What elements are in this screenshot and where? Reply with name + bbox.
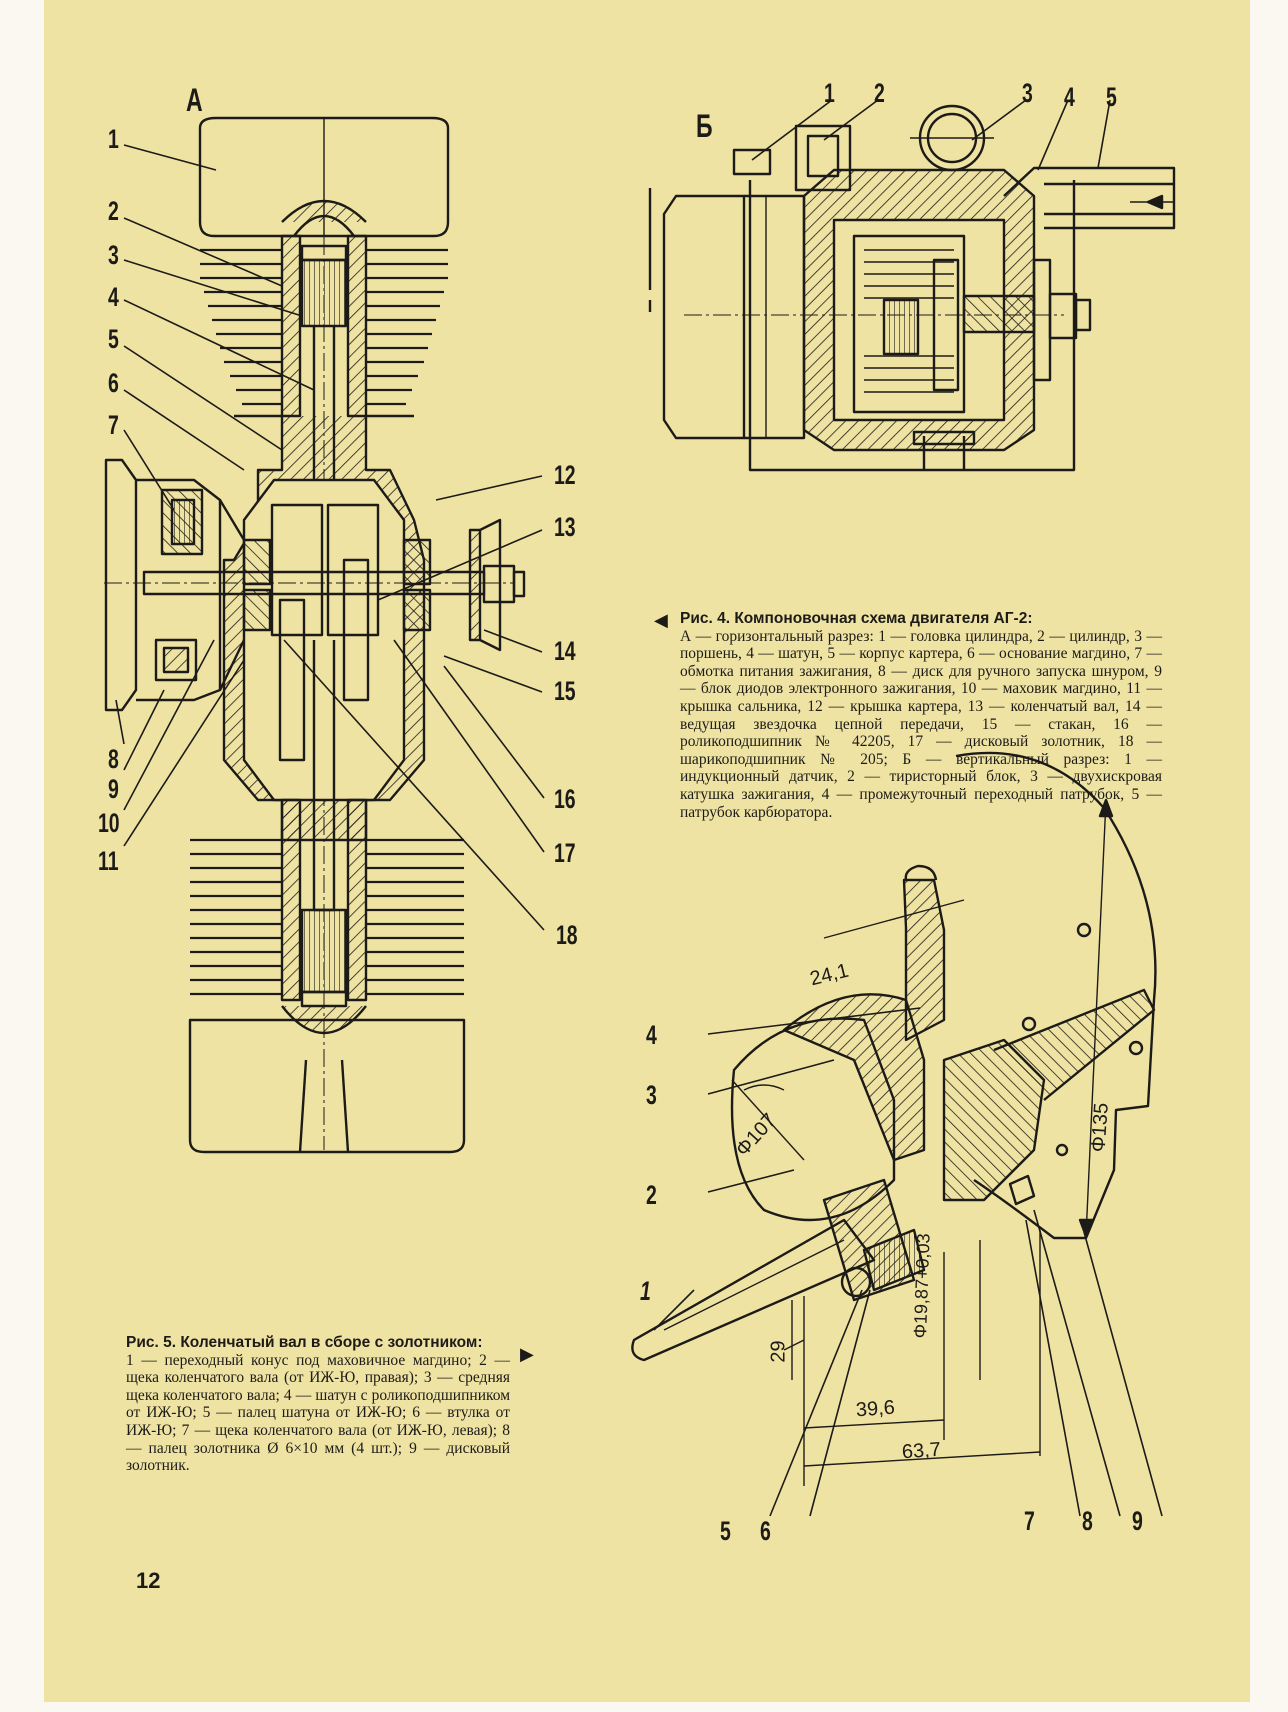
figure-a-callout-4: 4 [108,282,119,312]
figure-b-callout-2: 2 [874,78,885,108]
dimension-29: 29 [767,1340,790,1363]
figure-b-letter: Б [696,108,713,144]
fig5-callout-4: 4 [646,1020,657,1050]
figure-b-callout-3: 3 [1022,78,1033,108]
fig5-callout-6: 6 [760,1516,771,1546]
fig5-callout-2: 2 [646,1180,657,1210]
figure-a-engine-section [104,116,545,1154]
figure-a-callout-11: 11 [98,846,119,876]
figure-a-callout-10: 10 [98,808,120,838]
figure-a-callout-2: 2 [108,196,119,226]
fig4-caption-body: А — горизонтальный разрез: 1 — головка ц… [680,627,1162,821]
fig4-caption: Рис. 4. Компоновочная схема двигателя АГ… [680,610,1162,821]
figure-b-callout-5: 5 [1106,82,1117,112]
figure-a-callout-16: 16 [554,784,576,814]
fig4-caption-title: Рис. 4. Компоновочная схема двигателя АГ… [680,610,1033,627]
figure-5-crankshaft [631,751,1163,1517]
figure-a-callout-9: 9 [108,774,119,804]
figure-b-callout-1: 1 [824,78,835,108]
fig5-caption-title: Рис. 5. Коленчатый вал в сборе с золотни… [126,1334,483,1351]
figure-a-callout-3: 3 [108,240,119,270]
figure-a-callout-18: 18 [556,920,578,950]
dimension-39-6: 39,6 [855,1396,896,1422]
page: А Б 1 2 3 4 5 6 7 8 9 10 11 12 13 14 15 … [44,0,1250,1702]
figure-a-callout-13: 13 [554,512,576,542]
figure-a-callout-8: 8 [108,744,119,774]
dimension-phi-135: Φ135 [1087,1102,1113,1153]
caption-pointer-right: ▶ [520,1344,534,1365]
figure-b-callout-4: 4 [1064,82,1075,112]
figure-a-callout-15: 15 [554,676,576,706]
figure-a-callout-1: 1 [108,124,119,154]
figure-a-callout-12: 12 [554,460,576,490]
fig5-callout-5: 5 [720,1516,731,1546]
fig5-caption: Рис. 5. Коленчатый вал в сборе с золотни… [126,1334,510,1475]
dimension-63-7: 63,7 [901,1438,942,1464]
figure-a-letter: А [186,82,203,118]
fig5-caption-body: 1 — переходный конус под маховичное магд… [126,1351,510,1475]
technical-drawings [104,99,1176,1517]
figure-a-callout-17: 17 [554,838,576,868]
fig5-callout-7: 7 [1024,1506,1035,1536]
page-number: 12 [136,1568,161,1593]
fig5-callout-3: 3 [646,1080,657,1110]
fig5-callout-8: 8 [1082,1506,1093,1536]
figure-a-callout-6: 6 [108,368,119,398]
fig5-callout-1: 1 [640,1276,651,1306]
figure-a-callout-14: 14 [554,636,576,666]
caption-pointer-left: ◀ [654,610,668,631]
figure-a-callout-7: 7 [108,410,119,440]
dimension-phi-19-87: Φ19,87+0,03 [910,1233,934,1339]
fig5-callout-9: 9 [1132,1506,1143,1536]
figure-a-callout-5: 5 [108,324,119,354]
figure-b-engine-section [648,99,1176,472]
